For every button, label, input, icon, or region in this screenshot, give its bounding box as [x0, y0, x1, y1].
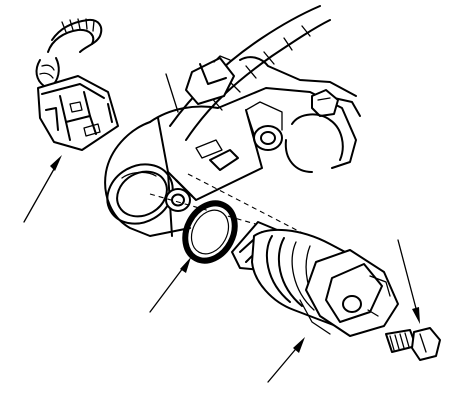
- arrowhead-icon: [180, 257, 191, 273]
- callout-sensor-leader: [267, 343, 301, 383]
- harness-connector: [23, 18, 119, 223]
- arrowhead-icon: [412, 307, 420, 324]
- mounting-bolt: [385, 239, 441, 361]
- o-ring: [149, 200, 238, 313]
- callout-bolt-leader: [397, 239, 419, 317]
- callout-connector-leader: [23, 161, 59, 223]
- wire-harness: [165, 5, 331, 141]
- arrowhead-icon: [293, 337, 305, 353]
- speed-sensor: [231, 221, 399, 383]
- callout-o-ring-leader: [149, 263, 187, 313]
- arrowhead-icon: [50, 155, 62, 171]
